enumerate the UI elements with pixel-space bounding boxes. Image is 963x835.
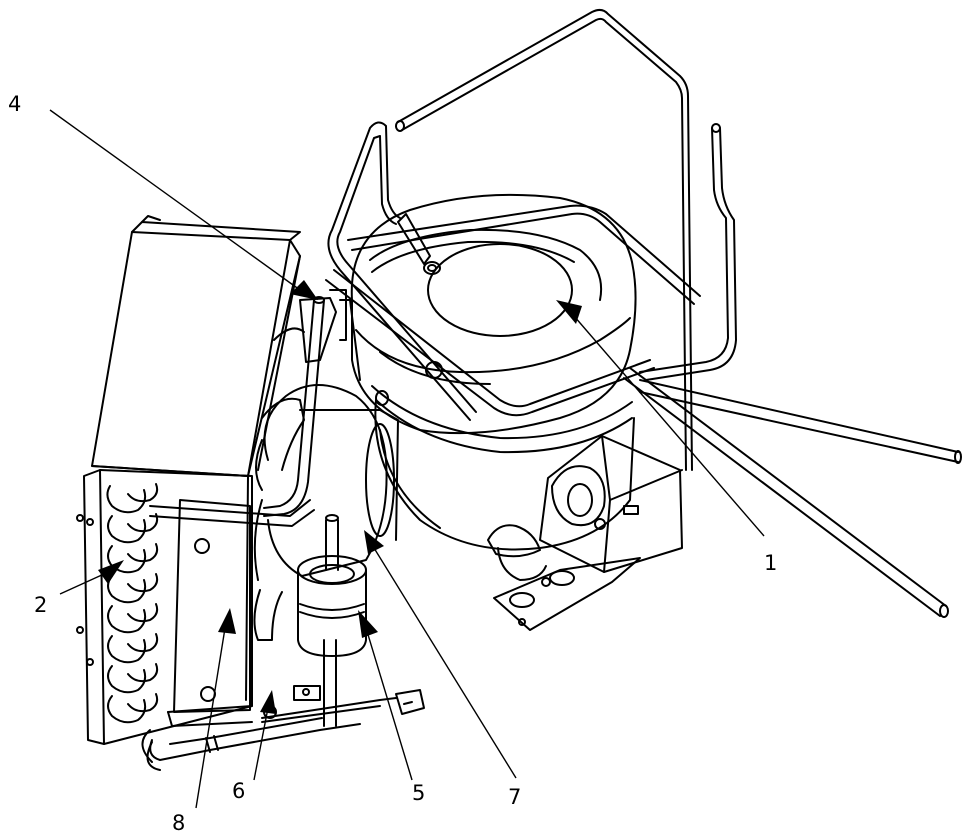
- leader-4: [49, 109, 301, 291]
- arrow-8: [218, 608, 236, 634]
- leader-7: [373, 547, 517, 779]
- arrow-6: [260, 690, 276, 714]
- callout-4: 4: [8, 92, 21, 116]
- callout-8: 8: [172, 811, 185, 835]
- callout-6: 6: [232, 779, 245, 803]
- leader-lines: [49, 109, 765, 809]
- condenser-coil: [76, 469, 315, 745]
- leader-2: [59, 573, 105, 595]
- arrowheads: [98, 280, 582, 714]
- callout-5: 5: [412, 781, 425, 805]
- callout-7: 7: [508, 785, 521, 809]
- callout-labels: 4 1 2 5 6 7 8: [8, 92, 777, 835]
- leader-6: [253, 707, 269, 781]
- leader-8: [195, 621, 227, 809]
- callout-2: 2: [34, 593, 47, 617]
- wire-frame: [325, 8, 962, 618]
- compressor: [350, 193, 683, 631]
- arrow-5: [358, 610, 378, 638]
- leader-1: [573, 315, 765, 537]
- arrow-2: [98, 560, 124, 584]
- filter-drier: [297, 514, 367, 727]
- leader-5: [365, 627, 413, 781]
- arrow-4: [290, 280, 318, 300]
- pipework: [141, 289, 425, 771]
- callout-1: 1: [764, 551, 777, 575]
- fan-bracket: [173, 499, 251, 713]
- condenser-cover: [91, 215, 301, 701]
- arrow-1: [556, 300, 582, 324]
- arrow-7: [364, 530, 384, 554]
